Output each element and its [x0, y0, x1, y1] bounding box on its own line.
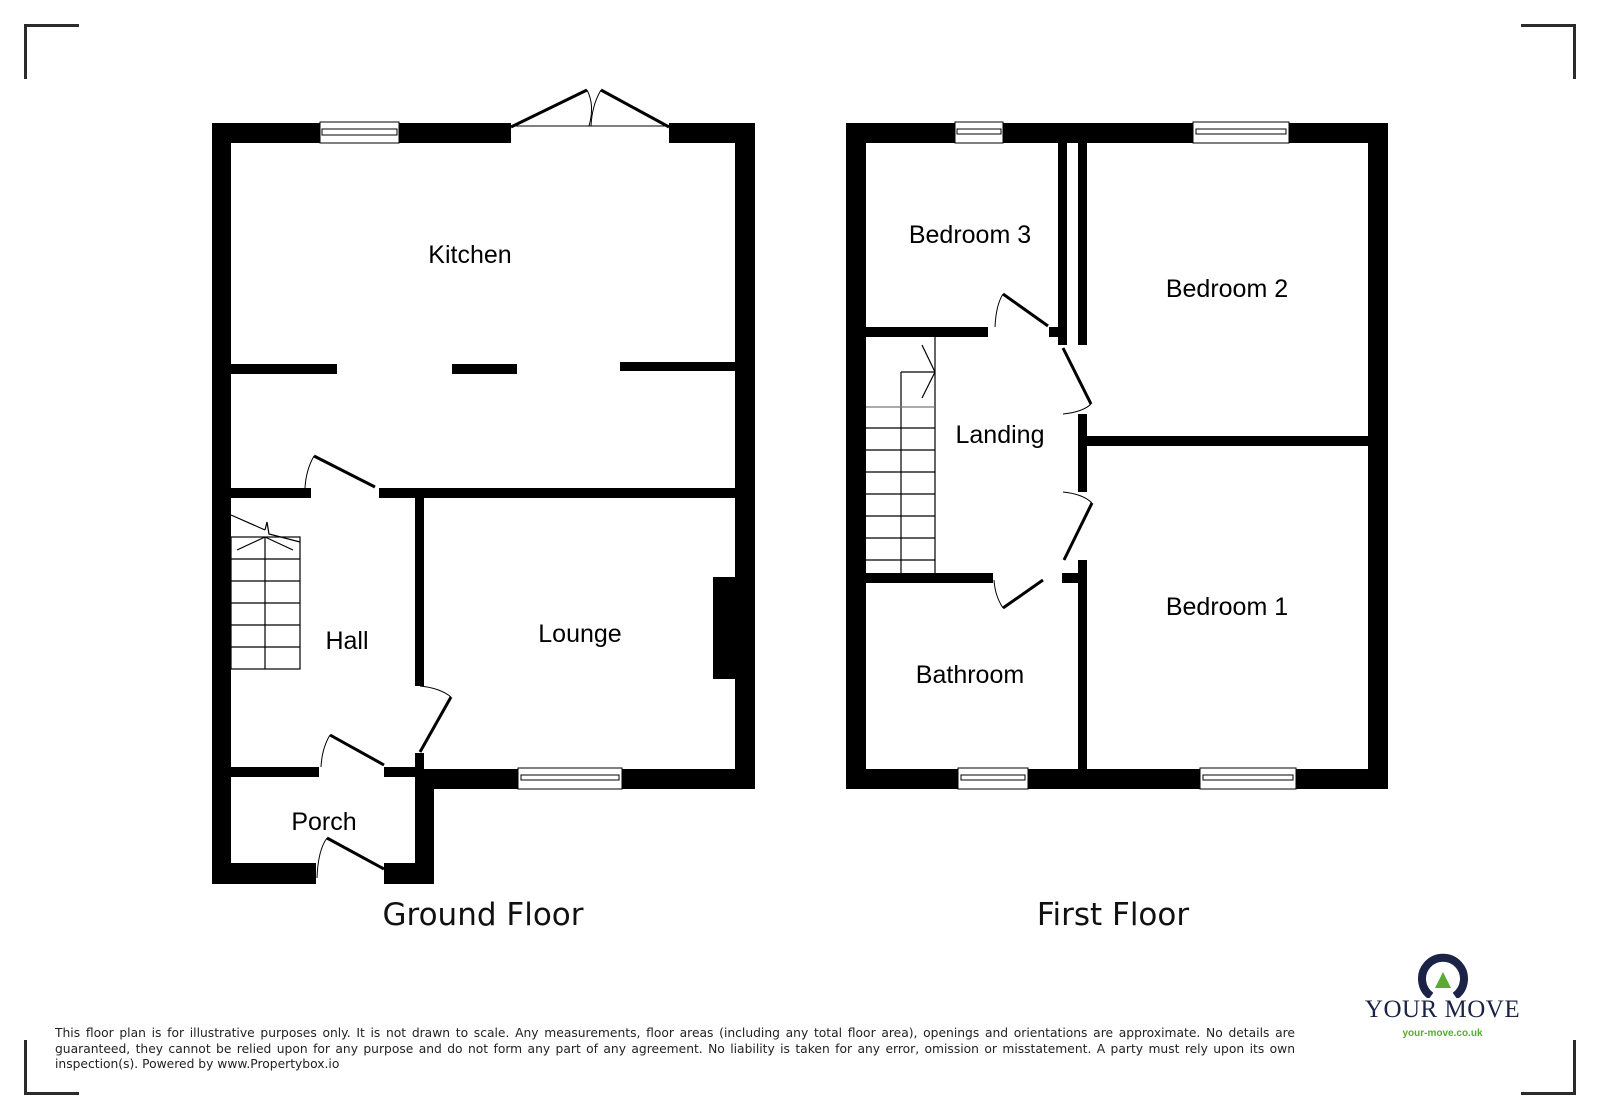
- first-window-bedroom2: [1192, 121, 1290, 144]
- brand-logo: YOUR MOVE your-move.co.uk: [1360, 950, 1525, 1039]
- room-label-porch: Porch: [291, 808, 356, 836]
- brand-name: YOUR MOVE: [1364, 996, 1521, 1023]
- door-bathroom-icon: [993, 578, 1044, 610]
- ground-floor-walls: [212, 123, 755, 884]
- door-hall-lounge-icon: [418, 685, 453, 753]
- room-label-bedroom-1: Bedroom 1: [1166, 593, 1288, 621]
- room-label-landing: Landing: [956, 421, 1045, 449]
- room-label-hall: Hall: [325, 627, 368, 655]
- first-floor-plan: Bedroom 3 Bedroom 2 Landing Bedroom 1 Ba…: [846, 121, 1388, 790]
- room-label-kitchen: Kitchen: [428, 241, 511, 269]
- brand-url: your-move.co.uk: [1402, 1028, 1483, 1039]
- room-label-bedroom-3: Bedroom 3: [909, 221, 1031, 249]
- door-bedroom2-icon: [1061, 347, 1093, 415]
- ground-floor-plan: Kitchen Lounge Hall Porch: [212, 88, 755, 884]
- room-label-lounge: Lounge: [538, 620, 621, 648]
- ground-window-kitchen: [319, 121, 400, 144]
- room-label-bedroom-2: Bedroom 2: [1166, 275, 1288, 303]
- kitchen-french-doors-icon: [510, 88, 670, 129]
- door-hall-porch-icon: [320, 733, 385, 768]
- ground-staircase-icon: [230, 514, 301, 670]
- room-label-bathroom: Bathroom: [916, 661, 1024, 689]
- corner-mark-top-right: [1521, 24, 1576, 79]
- first-window-bedroom1: [1199, 767, 1297, 790]
- corner-mark-bottom-left: [24, 1040, 79, 1095]
- brand-logo-mark-icon: [1417, 953, 1468, 998]
- door-porch-entrance-icon: [316, 836, 385, 879]
- door-bedroom1-icon: [1062, 491, 1094, 561]
- first-window-bathroom: [957, 767, 1029, 790]
- ground-window-lounge: [517, 767, 623, 790]
- door-kitchen-hall-icon: [304, 454, 376, 489]
- floor-title-first: First Floor: [1036, 897, 1190, 933]
- door-bedroom3-icon: [994, 292, 1049, 328]
- corner-mark-bottom-right: [1521, 1040, 1576, 1095]
- first-staircase-icon: [866, 337, 936, 573]
- disclaimer-text: This floor plan is for illustrative purp…: [55, 1026, 1295, 1071]
- floor-title-ground: Ground Floor: [382, 897, 584, 933]
- corner-mark-top-left: [24, 24, 79, 79]
- first-window-bedroom3: [954, 121, 1004, 144]
